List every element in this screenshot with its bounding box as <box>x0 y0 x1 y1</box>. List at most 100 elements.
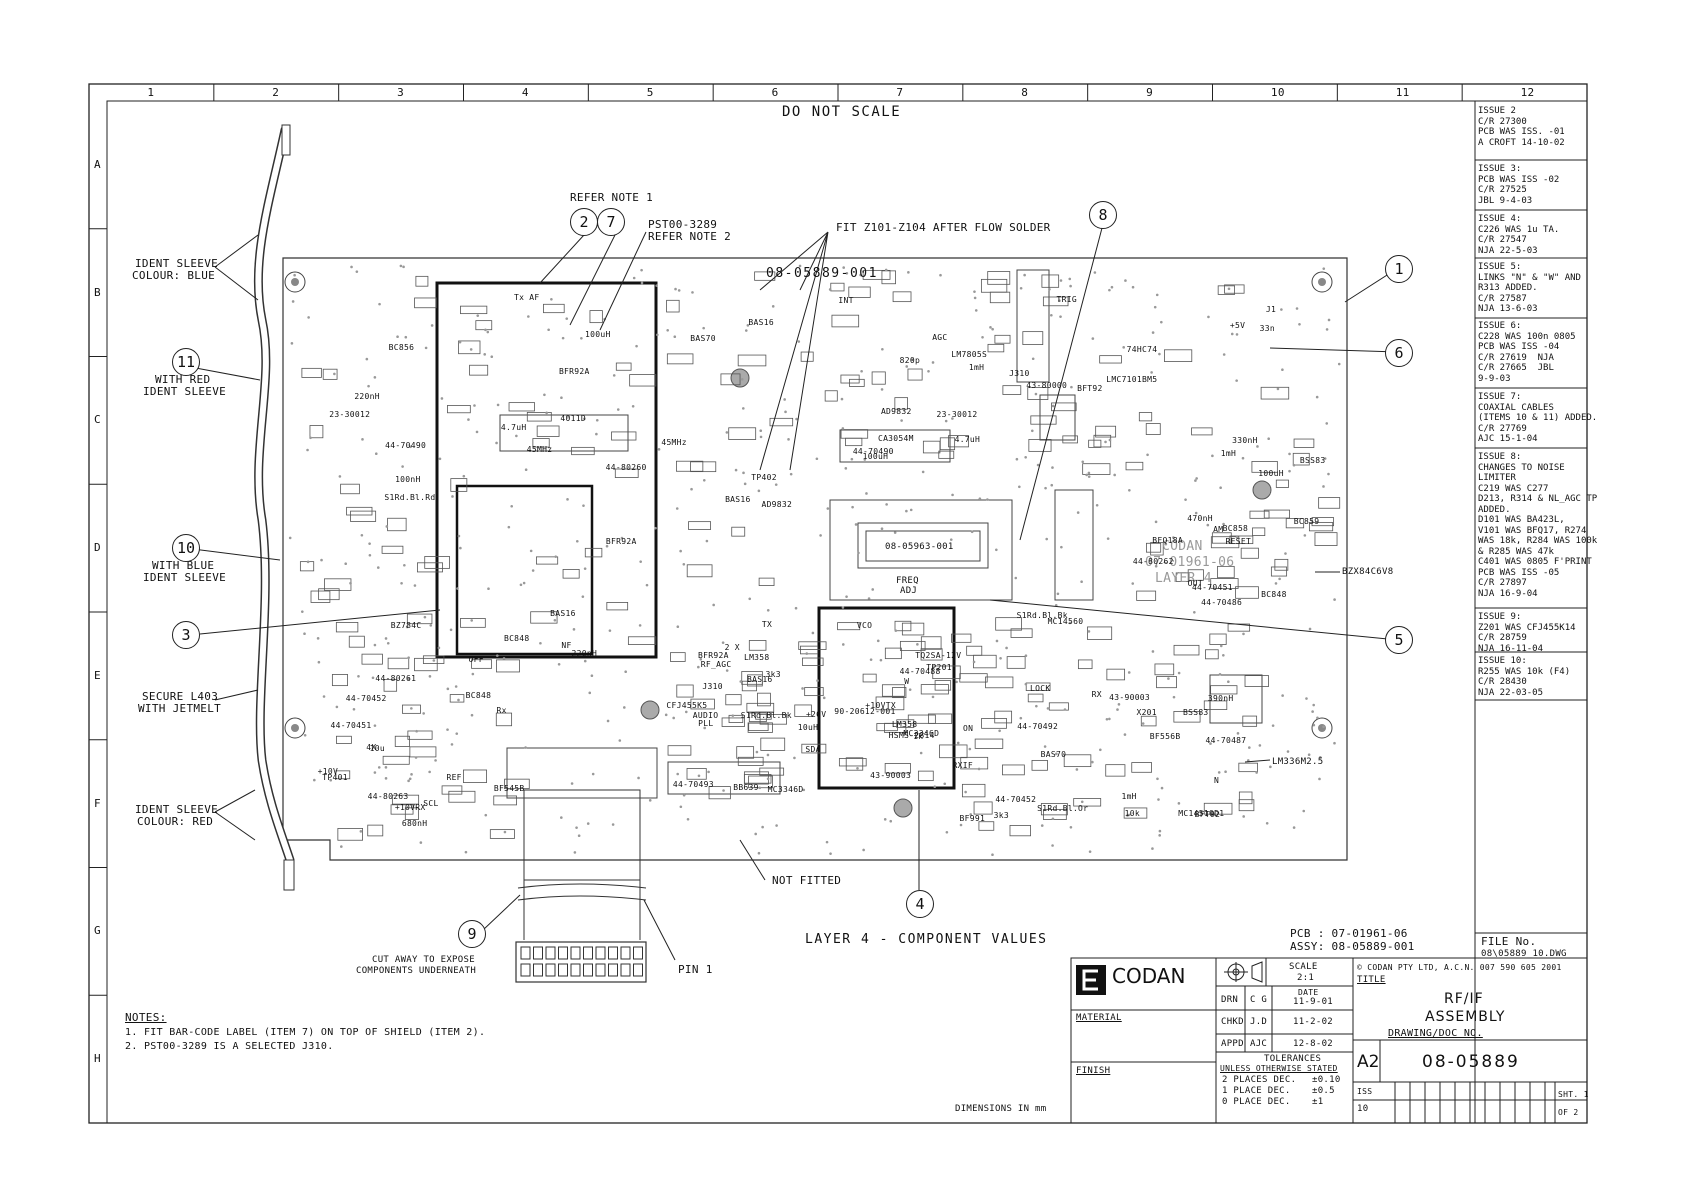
component-label: 3k3 <box>993 810 1009 820</box>
revision-title: ISSUE 4: <box>1478 214 1522 224</box>
component-label: 44-70493 <box>672 780 714 790</box>
doc-number: 08-05889 <box>1422 1052 1520 1072</box>
zone-label-top: 2 <box>272 86 280 99</box>
revision-entry: ISSUE 10:R255 WAS 10k (F4) C/R 28430 NJA… <box>1478 656 1570 698</box>
component-label: W <box>904 676 910 686</box>
component-label: TP401 <box>322 772 348 782</box>
bzx-label: BZX84C6V8 <box>1342 567 1394 577</box>
zone-label-top: 1 <box>147 86 155 99</box>
component-label: BC848 <box>465 690 492 700</box>
component-label: 1mH <box>1220 449 1237 459</box>
component-label: BZ784C <box>390 621 422 631</box>
revision-entry: ISSUE 6:C228 WAS 100n 0805 PCB WAS ISS -… <box>1478 321 1576 384</box>
tol-row-label: 0 PLACE DEC. <box>1222 1097 1291 1107</box>
refer-note-1: REFER NOTE 1 <box>570 191 654 204</box>
zone-label-top: 9 <box>1146 86 1154 99</box>
sheet-size: A2 <box>1357 1052 1380 1072</box>
component-label: 44-70488 <box>899 666 941 676</box>
revision-body: C/R 27300 PCB WAS ISS. -01 A CROFT 14-10… <box>1478 116 1565 148</box>
freq-adj-label-2: ADJ <box>900 586 918 596</box>
title-label: TITLE <box>1357 975 1386 985</box>
with-red-label: WITH RED <box>155 373 211 386</box>
dimensions-note: DIMENSIONS IN mm <box>955 1104 1047 1114</box>
balloon-item: 3 <box>172 621 200 649</box>
component-label: AGC <box>932 332 948 342</box>
pst-part: PST00-3289 <box>648 218 718 231</box>
cut-away-label-2: COMPONENTS UNDERNEATH <box>356 966 477 976</box>
zone-label-top: 8 <box>1021 86 1029 99</box>
component-label: 470nH <box>1187 513 1213 523</box>
finish-label: FINISH <box>1076 1066 1111 1076</box>
chkd-label: CHKD <box>1221 1017 1244 1027</box>
component-label: 44-70452 <box>345 693 387 703</box>
component-label: 33n <box>1259 323 1275 333</box>
zone-label-side: C <box>94 413 101 427</box>
component-label: 4.7uH <box>954 435 981 445</box>
drn-date: 11-9-01 <box>1293 997 1334 1007</box>
component-label: BFR92A <box>605 536 637 546</box>
note-1: 1. FIT BAR-CODE LABEL (ITEM 7) ON TOP OF… <box>125 1027 486 1038</box>
component-label: TRIG <box>1056 294 1077 304</box>
component-label: +10VRX <box>394 802 426 812</box>
zone-label-top: 4 <box>521 86 529 99</box>
component-label: BAS16 <box>748 317 774 327</box>
component-label: 3k3 <box>765 669 781 679</box>
revision-entry: ISSUE 4:C226 WAS 1u TA. C/R 27547 NJA 22… <box>1478 214 1559 256</box>
component-label: BSS83 <box>1182 708 1209 718</box>
component-label: 100uH <box>862 451 889 461</box>
component-label: 90-20612-001 <box>834 706 896 716</box>
revision-body: CHANGES TO NOISE LIMITER C219 WAS C277 D… <box>1478 462 1598 599</box>
component-label: 43-80000 <box>1026 380 1068 390</box>
component-label: 43-90003 <box>870 771 912 781</box>
tol-row-label: 1 PLACE DEC. <box>1222 1086 1291 1096</box>
component-label: 45MHz <box>526 444 553 454</box>
file-name: 08\05889_10.DWG <box>1481 949 1567 959</box>
drn-by: C G <box>1250 995 1268 1005</box>
drawing-title-2: ASSEMBLY <box>1425 1009 1506 1025</box>
component-label: BFT92 <box>1194 809 1221 819</box>
component-label: LM358 <box>743 652 770 662</box>
zone-label-side: E <box>94 668 101 682</box>
balloon-item: 11 <box>172 348 200 376</box>
revision-title: ISSUE 5: <box>1478 262 1522 272</box>
component-label: OFF <box>468 655 484 665</box>
revision-entry: ISSUE 5:LINKS "N" & "W" AND R313 ADDED. … <box>1478 262 1581 315</box>
iss-label: ISS <box>1357 1087 1373 1096</box>
drn-label: DRN <box>1221 995 1239 1005</box>
component-label: 390nH <box>1207 694 1234 704</box>
component-label: 10k <box>1124 808 1140 818</box>
zone-label-side: G <box>94 924 101 938</box>
component-label: CA3054M <box>877 433 914 443</box>
balloon-item: 10 <box>172 534 200 562</box>
component-label: 100uH <box>1258 469 1284 479</box>
component-label: BFT92 <box>1077 383 1103 393</box>
revision-title: ISSUE 7: <box>1478 392 1522 402</box>
component-label: 4011D <box>560 414 586 424</box>
component-label: 44-70490 <box>852 446 894 456</box>
component-label: 44-70452 <box>995 795 1037 804</box>
component-label: 220nH <box>354 392 380 402</box>
component-label: LMC7101BM5 <box>1106 374 1158 384</box>
component-label: BFR92A <box>698 650 729 660</box>
component-label: SDA <box>805 745 821 755</box>
component-label: LM7805S <box>951 349 988 359</box>
pin-1-label: PIN 1 <box>678 963 713 976</box>
component-label: BC859 <box>1293 516 1320 526</box>
component-label: BAS70 <box>1040 750 1067 760</box>
component-label: 45MHz <box>661 437 687 447</box>
appd-date: 12-8-02 <box>1293 1039 1334 1049</box>
tolerances-subtitle: UNLESS OTHERWISE STATED <box>1220 1064 1338 1073</box>
zone-label-side: F <box>94 796 101 810</box>
zone-label-side: H <box>94 1052 101 1066</box>
component-label: CFJ455K5 <box>666 700 708 710</box>
component-label: +5V <box>1229 320 1246 330</box>
with-blue-label: WITH BLUE <box>152 559 215 572</box>
note-2: 2. PST00-3289 IS A SELECTED J310. <box>125 1041 334 1052</box>
assy-number: ASSY: 08-05889-001 <box>1290 940 1415 953</box>
component-label: 100nH <box>395 474 421 484</box>
component-label: 44-70487 <box>1205 735 1247 745</box>
revision-body: LINKS "N" & "W" AND R313 ADDED. C/R 2758… <box>1478 272 1581 315</box>
component-label: AD9832 <box>761 500 793 510</box>
balloon-item: 9 <box>458 920 486 948</box>
component-label: BC858 <box>1222 523 1249 533</box>
